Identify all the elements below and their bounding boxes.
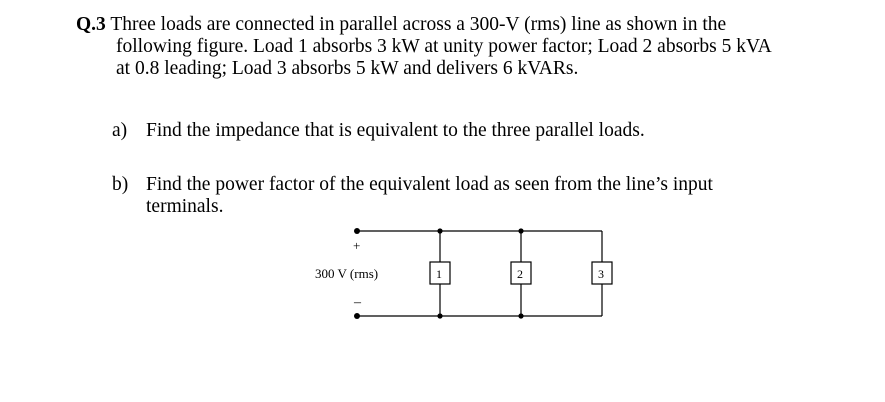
part-b-label: b) (112, 174, 129, 195)
junction-dot (518, 228, 524, 234)
load-2-box (510, 261, 532, 285)
junction-dot (437, 228, 443, 234)
question-line-2: following figure. Load 1 absorbs 3 kW at… (116, 36, 772, 57)
source-label: 300 V (rms) (315, 266, 378, 281)
part-a-label: a) (112, 120, 128, 141)
question-number: Q.3 (76, 14, 106, 35)
question-line-1: Q.3 Three loads are connected in paralle… (76, 14, 866, 36)
part-b-text-line-1: Find the power factor of the equivalent … (146, 174, 713, 195)
load-1-box (429, 261, 451, 285)
part-b-text-line-2: terminals. (146, 196, 224, 217)
load-1-label: 1 (436, 267, 442, 281)
question-text: Q.3 Three loads are connected in paralle… (76, 14, 866, 80)
part-a-text: Find the impedance that is equivalent to… (146, 120, 645, 141)
minus-sign: – (353, 295, 362, 310)
question-line-3: at 0.8 leading; Load 3 absorbs 5 kW and … (116, 58, 579, 79)
load-3-box (591, 261, 613, 285)
terminal-top (354, 228, 360, 234)
load-3-label: 3 (598, 267, 604, 281)
junction-dot (437, 313, 443, 319)
junction-dot (518, 313, 524, 319)
part-b: b) Find the power factor of the equivalen… (112, 174, 713, 218)
plus-sign: + (353, 238, 360, 253)
part-a: a) Find the impedance that is equivalent … (112, 120, 645, 142)
question-line-1-text: Three loads are connected in parallel ac… (110, 14, 727, 35)
circuit-wires (357, 230, 603, 317)
load-2-label: 2 (517, 267, 523, 281)
terminal-bottom (354, 313, 360, 319)
